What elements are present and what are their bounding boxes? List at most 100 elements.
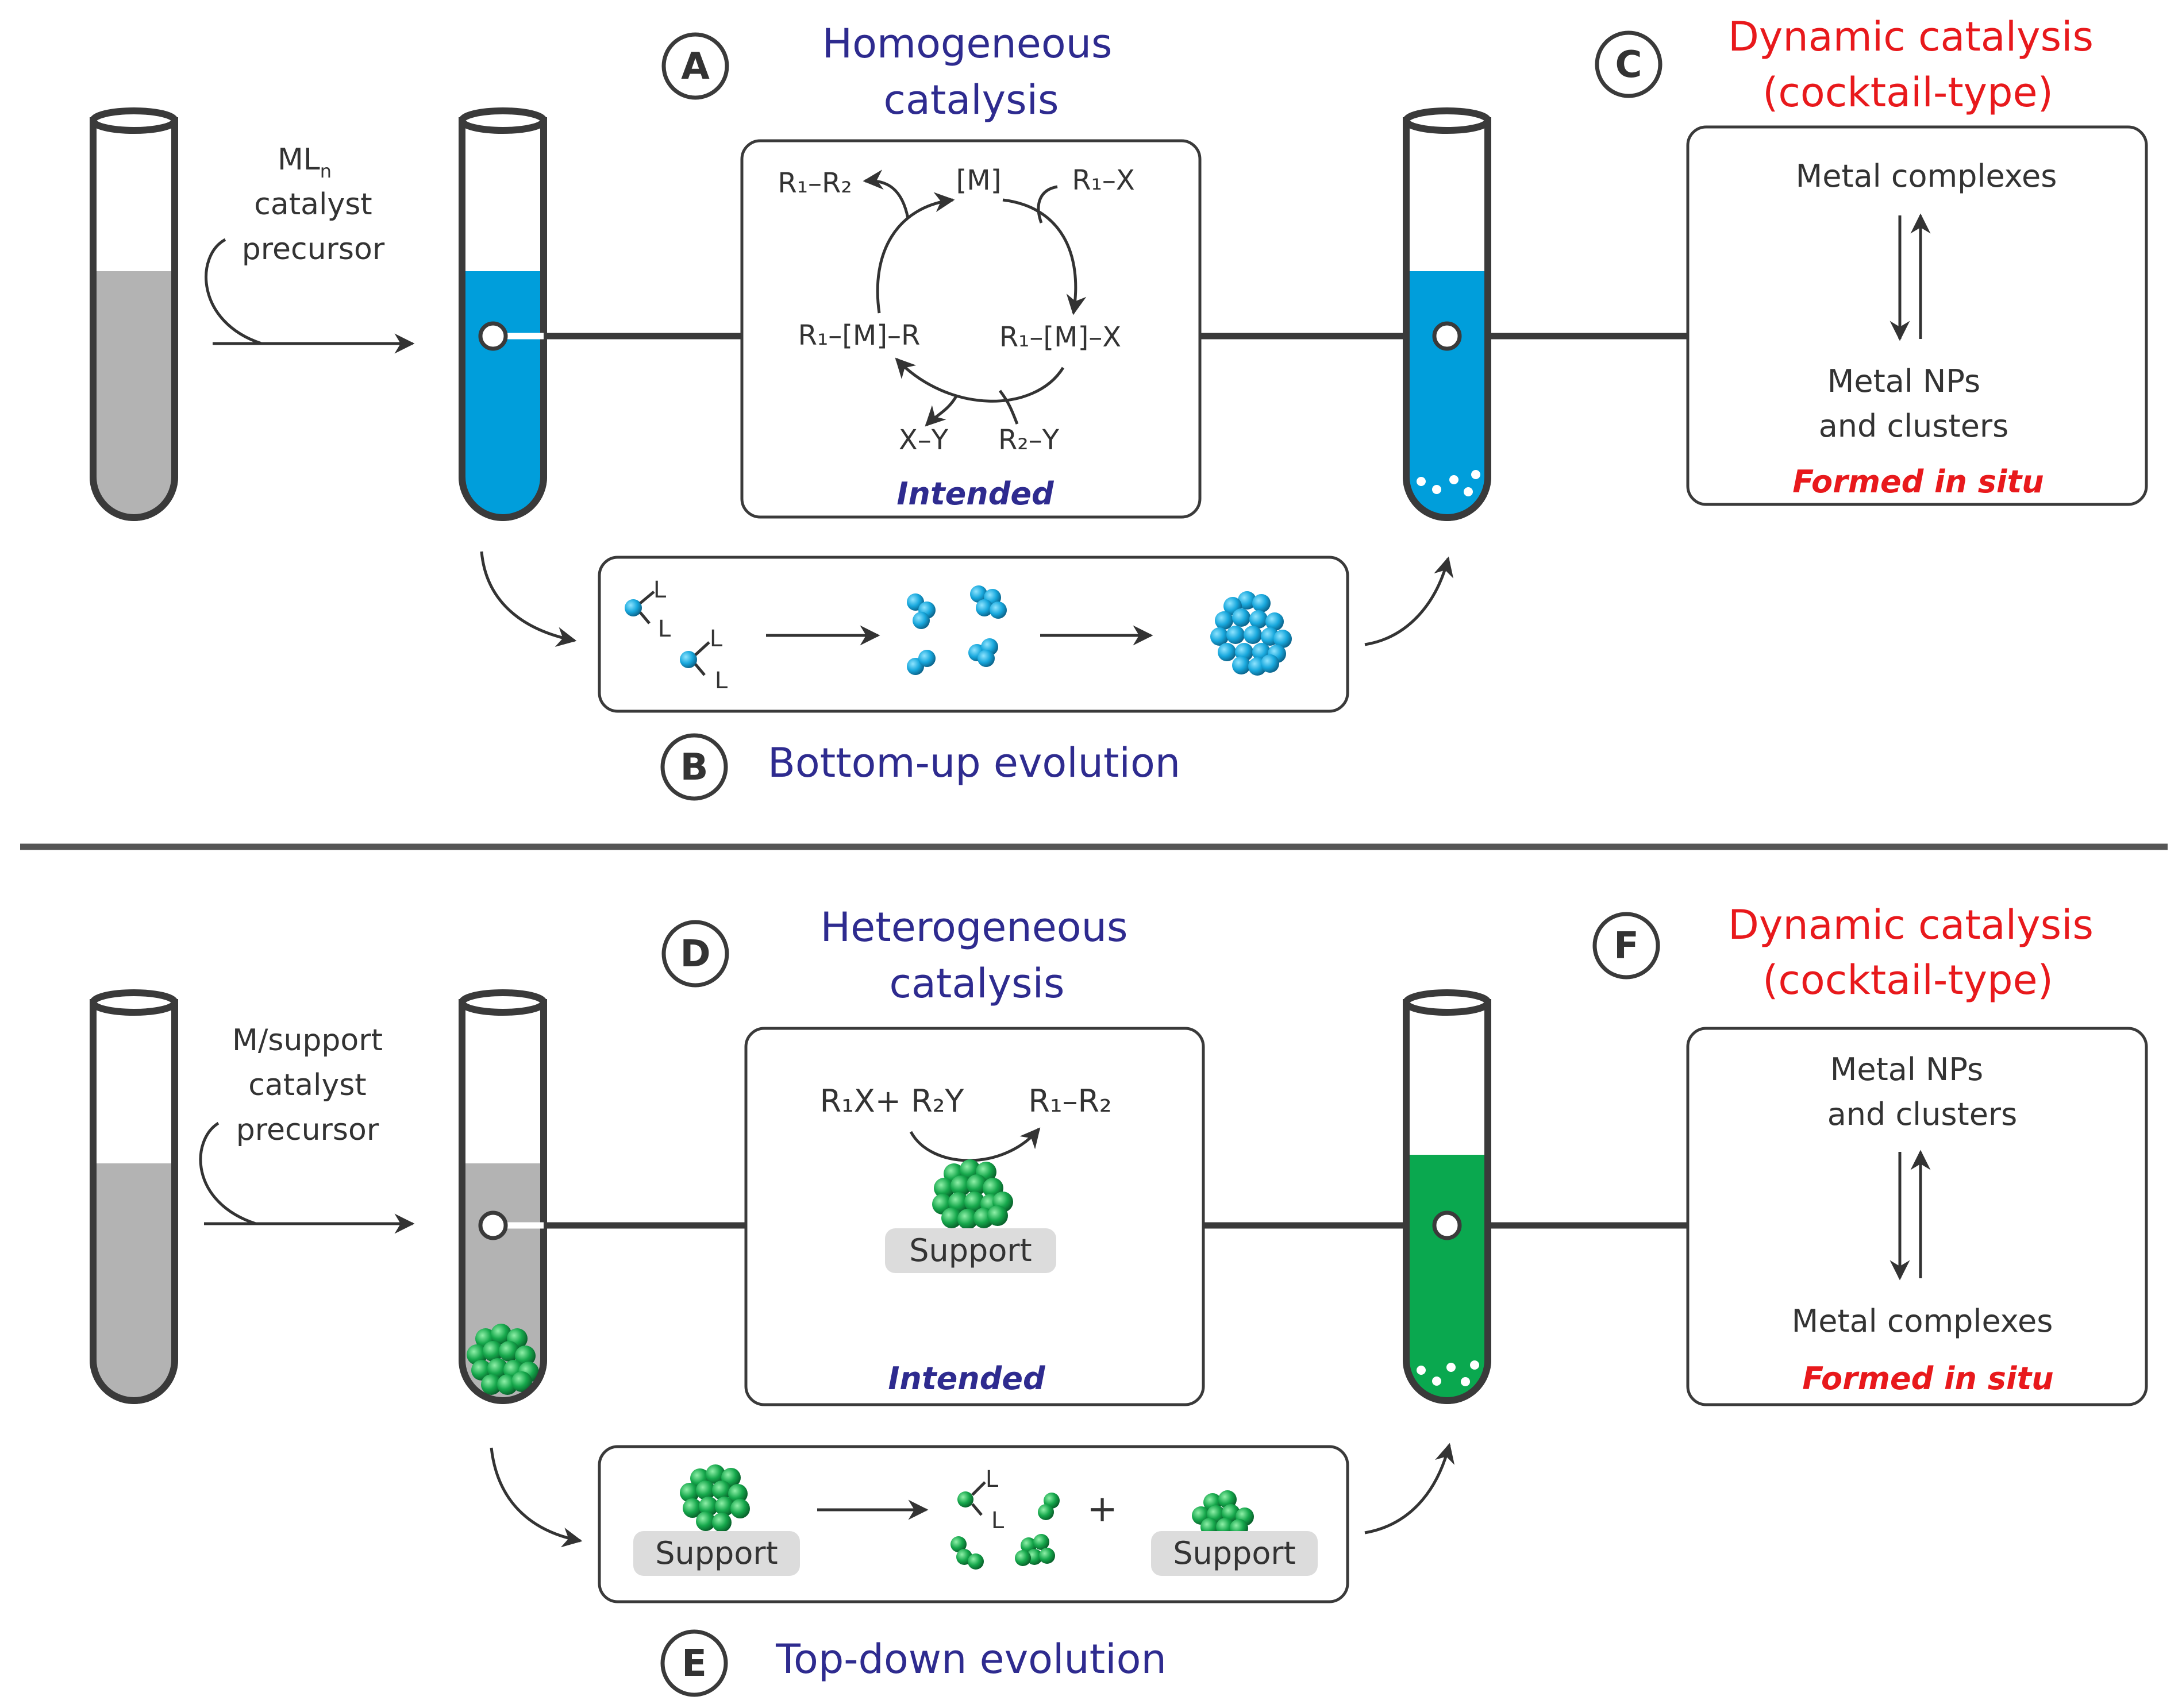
- plus-sign: +: [1087, 1488, 1118, 1530]
- panel-d-reaction-left: R₁X+ R₂Y: [820, 1083, 965, 1119]
- cycle-left-intermediate: R₁–[M]–R: [798, 319, 921, 352]
- panel-c-note: Formed in situ: [1792, 464, 2044, 500]
- label-e-letter: E: [682, 1643, 707, 1685]
- panel-d-note: Intended: [888, 1360, 1046, 1397]
- label-a: A: [661, 32, 729, 100]
- precursor-line2: catalyst: [254, 187, 372, 222]
- panel-d-title-line1: Heterogeneous: [821, 904, 1128, 951]
- panel-c-box: Metal complexes Metal NPs and clusters F…: [1686, 125, 2148, 506]
- panel-e-arrow-in: [490, 1447, 583, 1548]
- connector-node-c: [1432, 321, 1462, 351]
- panel-b-arrow-in: [480, 551, 577, 647]
- label-c-letter: C: [1615, 44, 1642, 86]
- panel-d-box: R₁X+ R₂Y R₁–R₂ Support Intended: [744, 1027, 1205, 1406]
- support-label-e-left: Support: [655, 1535, 778, 1571]
- addition-curve-top: [205, 238, 262, 345]
- cycle-arc-bottom: [895, 357, 1065, 403]
- cycle-branch-product: [863, 169, 910, 219]
- panel-f-title-line2: (cocktail-type): [1762, 957, 2053, 1004]
- cycle-branch-byproduct: [925, 394, 959, 427]
- support-pill-e-right: [1151, 1531, 1318, 1576]
- panel-f-title-line1: Dynamic catalysis: [1728, 901, 2094, 949]
- label-a-letter: A: [681, 45, 710, 88]
- label-b-letter: B: [680, 746, 709, 789]
- connector-node-f: [1432, 1210, 1462, 1240]
- panel-e-title: Top-down evolution: [775, 1636, 1167, 1683]
- panel-c-title-line1: Dynamic catalysis: [1728, 13, 2094, 60]
- panel-d-reaction-right: R₁–R₂: [1028, 1083, 1111, 1119]
- ligand-l-e2: L: [991, 1507, 1005, 1534]
- nanoparticle-green-d: [932, 1159, 1013, 1229]
- precursor-bottom-line3: precursor: [236, 1113, 379, 1147]
- panel-a-note: Intended: [896, 476, 1055, 512]
- connector-node-a: [478, 321, 508, 351]
- label-d-letter: D: [680, 933, 710, 976]
- cycle-byproduct: X–Y: [899, 424, 949, 456]
- supported-nanoparticle-in-tube: [467, 1324, 539, 1395]
- cycle-reagent: R₂–Y: [998, 424, 1060, 456]
- label-f: F: [1592, 912, 1660, 980]
- panel-f-top-line1: Metal NPs: [1830, 1051, 1983, 1088]
- cycle-metal: [M]: [956, 164, 1002, 196]
- addition-curve-bottom: [199, 1121, 256, 1225]
- panel-a-title-line2: catalysis: [884, 76, 1059, 124]
- support-pill-e-left: [633, 1531, 800, 1576]
- panel-c-bottom-line1: Metal NPs: [1827, 363, 1980, 399]
- precursor-ml-subscript: n: [320, 160, 332, 182]
- precursor-label-top: MLn catalyst precursor: [242, 142, 385, 267]
- precursor-bottom-line1: M/support: [232, 1023, 383, 1058]
- support-pill-d: [885, 1228, 1056, 1273]
- connector-node-d: [478, 1210, 508, 1240]
- panel-f-top-line2: and clusters: [1827, 1096, 2018, 1132]
- panel-b-box: L L L L: [598, 556, 1349, 713]
- panel-a-title-line1: Homogeneous: [822, 20, 1112, 67]
- ligand-l-2a: L: [710, 626, 723, 652]
- label-c: C: [1595, 30, 1663, 98]
- ligand-l-e1: L: [986, 1466, 999, 1493]
- panel-e-box: Support L L + Support: [598, 1445, 1349, 1603]
- leached-complex: L L: [957, 1466, 1005, 1534]
- support-label-e-right: Support: [1173, 1535, 1295, 1571]
- panel-b-arrow-out: [1364, 556, 1454, 646]
- panel-f-bottom-line: Metal complexes: [1792, 1303, 2053, 1339]
- panel-f-note: Formed in situ: [1802, 1360, 2053, 1397]
- ligand-l-2b: L: [715, 668, 728, 694]
- ligand-l-1a: L: [653, 577, 667, 603]
- cycle-arc-right: [1002, 198, 1087, 315]
- cycle-branch-reactant: [1037, 185, 1058, 223]
- particles-top: [1417, 470, 1480, 496]
- cycle-branch-reagent: [998, 390, 1019, 425]
- particles-bottom: [1417, 1360, 1479, 1386]
- panel-f-box: Metal NPs and clusters Metal complexes F…: [1686, 1027, 2148, 1406]
- cycle-reactant: R₁–X: [1072, 164, 1134, 196]
- test-tube-heterogeneous: [459, 989, 547, 1404]
- test-tube-precursor-bottom: [90, 989, 178, 1404]
- nanoparticle-green-e-right: [1192, 1490, 1254, 1537]
- metal-complex-1: L L: [625, 577, 671, 642]
- precursor-line3: precursor: [242, 232, 385, 267]
- panel-c-bottom-line2: and clusters: [1819, 408, 2009, 444]
- leached-clusters: [950, 1493, 1060, 1570]
- nanoparticle-green-e-left: [680, 1464, 750, 1532]
- panel-e-arrow-out: [1364, 1443, 1455, 1534]
- panel-c-top-line: Metal complexes: [1796, 158, 2057, 194]
- ligand-l-1b: L: [658, 616, 671, 642]
- cycle-arc-left: [876, 192, 955, 314]
- support-label-d: Support: [909, 1232, 1032, 1269]
- panel-a-box: [M] R₁–R₂ R₁–X R₁–[M]–R R₁–[M]–X X–Y R₂–…: [740, 139, 1202, 519]
- test-tube-precursor-top: [90, 107, 178, 521]
- panel-d-title-line2: catalysis: [890, 960, 1065, 1007]
- precursor-label-bottom: M/support catalyst precursor: [232, 1023, 383, 1147]
- test-tube-homogeneous: [459, 107, 547, 521]
- svg-text:MLn: MLn: [278, 142, 332, 182]
- test-tube-dynamic-bottom: [1403, 989, 1491, 1404]
- cycle-right-intermediate: R₁–[M]–X: [999, 321, 1121, 353]
- panel-b-title: Bottom-up evolution: [768, 739, 1180, 786]
- precursor-ml: ML: [278, 142, 320, 177]
- panel-c-title-line2: (cocktail-type): [1762, 69, 2053, 116]
- label-f-letter: F: [1614, 925, 1639, 967]
- precursor-bottom-line2: catalyst: [248, 1068, 366, 1102]
- test-tube-dynamic-top: [1403, 107, 1491, 521]
- nanoparticle-blue: [1210, 591, 1292, 676]
